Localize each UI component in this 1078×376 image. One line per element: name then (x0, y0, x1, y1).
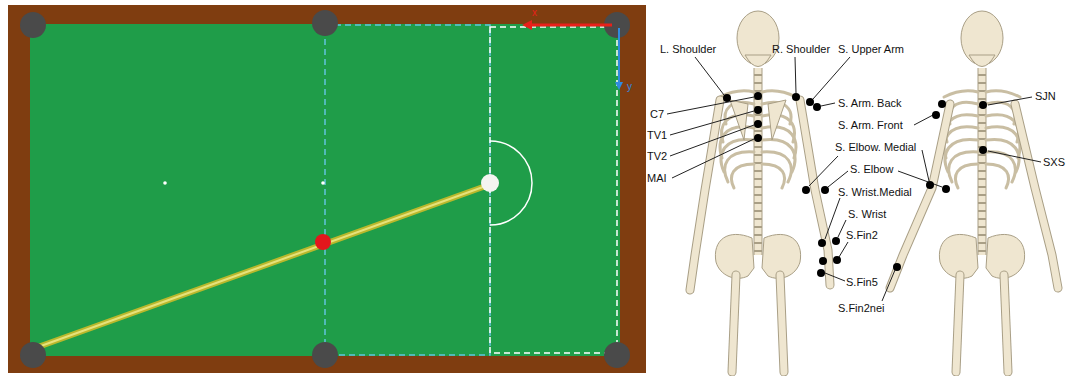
marker-label: S. Wrist (848, 208, 886, 221)
zone-outline (490, 27, 617, 353)
marker-label: S. Elbow. Medial (835, 141, 916, 154)
marker-dot (817, 269, 825, 277)
marker-dot (979, 101, 987, 109)
marker-dot (754, 106, 762, 114)
x-axis-arrow (528, 24, 612, 27)
pocket (20, 342, 46, 368)
marker-label: S. Elbow (850, 163, 893, 176)
marker-label: R. Shoulder (772, 43, 830, 56)
marker-label: S. Upper Arm (838, 43, 904, 56)
leader-line (828, 171, 848, 187)
leader-line (809, 156, 838, 186)
cue-stick (38, 187, 483, 347)
marker-dot (942, 185, 950, 193)
markers (723, 92, 987, 277)
spot (321, 181, 325, 185)
axis-label: x (532, 6, 537, 19)
leader-lines (667, 57, 1041, 301)
marker-dot (819, 257, 827, 265)
zone-outline (325, 25, 490, 355)
marker-dot (926, 181, 934, 189)
object-ball (315, 234, 331, 250)
marker-dot (792, 93, 800, 101)
marker-dot (938, 100, 946, 108)
table-felt (30, 24, 620, 356)
marker-label: TV2 (647, 150, 667, 163)
pocket (20, 12, 46, 38)
marker-dot (806, 98, 814, 106)
skeleton-front (890, 11, 1058, 372)
skeleton-part (1015, 104, 1058, 288)
skeleton-part (939, 11, 1024, 372)
leader-line (795, 57, 796, 93)
marker-dot (932, 111, 940, 119)
leader-line (988, 151, 1041, 162)
marker-label: S.Fin2 (846, 229, 878, 242)
spot (163, 181, 167, 185)
skeleton-part (1015, 104, 1058, 288)
leader-line (838, 220, 846, 237)
scapula (768, 100, 786, 140)
marker-dot (754, 120, 762, 128)
y-axis-arrow (615, 82, 623, 90)
leader-line (825, 273, 845, 281)
skeleton-back (690, 11, 830, 372)
x-axis-arrow (522, 20, 532, 30)
marker-label: S. Wrist.Medial (838, 186, 912, 199)
leader-line (825, 198, 840, 239)
leader-line (670, 125, 754, 156)
skeleton-part (800, 100, 830, 285)
marker-label: SJN (1035, 90, 1056, 103)
marker-label: L. Shoulder (660, 43, 716, 56)
leader-line (670, 111, 754, 135)
marker-label: MAI (647, 172, 667, 185)
pocket (312, 10, 338, 36)
leader-line (988, 97, 1032, 105)
skeleton-part (715, 11, 800, 372)
marker-dot (802, 186, 810, 194)
marker-dot (821, 186, 829, 194)
marker-dot (754, 134, 762, 142)
marker-label: S. Arm. Front (838, 119, 903, 132)
leader-line (821, 103, 835, 106)
marker-dot (832, 237, 840, 245)
cue-ball (481, 174, 499, 192)
scapula (730, 100, 748, 140)
leader-line (667, 97, 754, 114)
billiard-table (8, 5, 646, 373)
marker-dot (813, 103, 821, 111)
table-rail (8, 5, 646, 373)
y-axis-arrow (618, 28, 620, 84)
marker-label: C7 (650, 108, 664, 121)
leader-line (882, 270, 895, 301)
skeleton-part (800, 100, 830, 285)
leader-line (813, 57, 850, 99)
leader-line (898, 171, 942, 187)
marker-label: S.Fin2nei (838, 302, 884, 315)
leader-line (695, 57, 724, 95)
marker-dot (818, 239, 826, 247)
leader-line (914, 115, 933, 125)
marker-label: SXS (1043, 156, 1065, 169)
leader-line (839, 242, 848, 257)
marker-dot (723, 94, 731, 102)
marker-label: S.Fin5 (846, 276, 878, 289)
marker-label: TV1 (647, 129, 667, 142)
pocket (312, 342, 338, 368)
marker-dot (979, 146, 987, 154)
axis-label: y (627, 80, 632, 93)
leader-line (672, 139, 754, 178)
marker-dot (893, 263, 901, 271)
marker-dot (833, 256, 841, 264)
pocket (604, 342, 630, 368)
marker-label: S. Arm. Back (838, 97, 902, 110)
marker-dot (754, 92, 762, 100)
cue-stick (38, 187, 483, 347)
leader-line (922, 150, 929, 181)
